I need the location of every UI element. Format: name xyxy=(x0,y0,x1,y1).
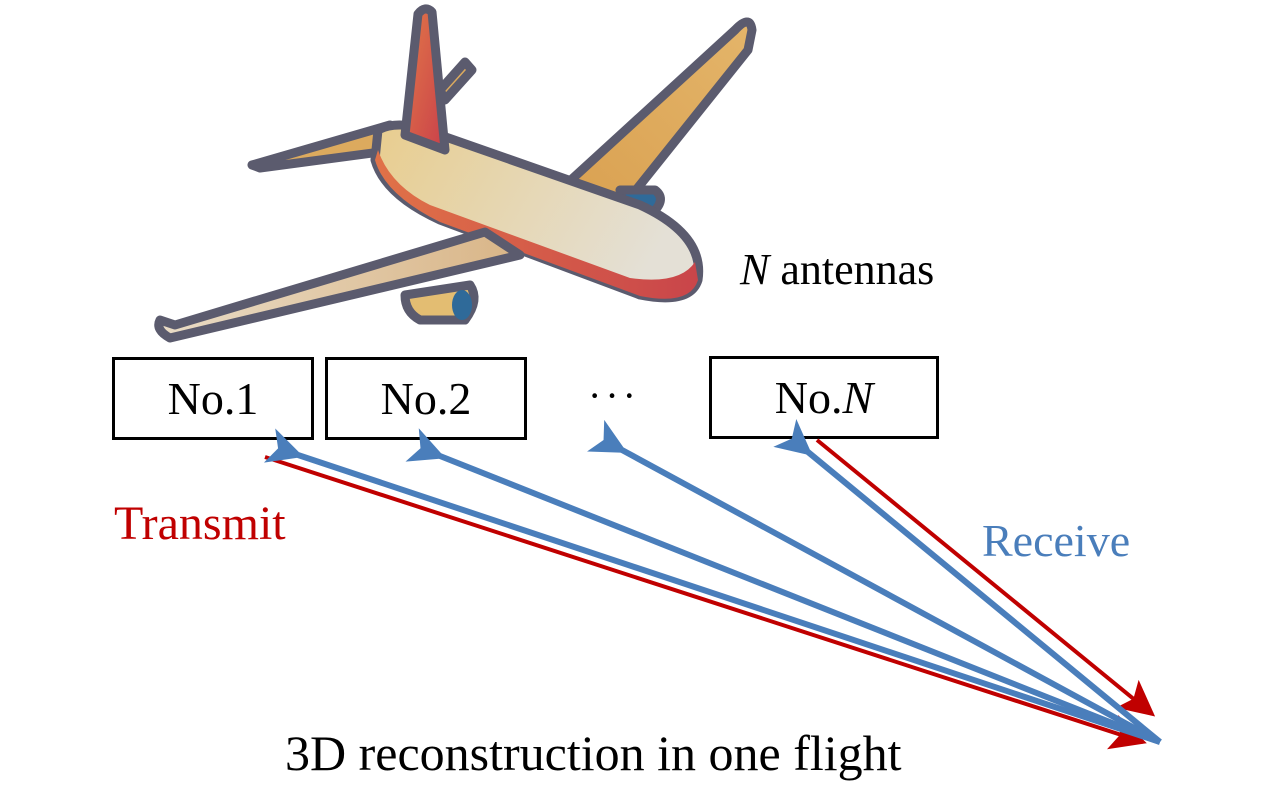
diagram-caption: 3D reconstruction in one flight xyxy=(285,725,902,781)
antenna-box-index: 2 xyxy=(448,373,472,424)
antenna-count-text: antennas xyxy=(769,245,935,294)
receive-label: Receive xyxy=(982,515,1131,566)
receive-arrow-1 xyxy=(263,428,1161,745)
airplane-tail xyxy=(400,4,450,155)
antenna-box-1: No.1 xyxy=(112,357,314,440)
antenna-box-prefix: No. xyxy=(167,373,236,424)
airplane-wing-right xyxy=(555,17,757,215)
antenna-count-label: N antennas xyxy=(740,244,934,295)
antenna-box-n: No.N xyxy=(709,356,939,439)
receive-arrow-ellipsis xyxy=(587,419,1162,745)
receive-arrow-n xyxy=(773,419,1162,745)
airplane-belly xyxy=(375,150,698,299)
antenna-box-prefix: No. xyxy=(774,372,843,423)
antenna-box-index: 1 xyxy=(235,373,259,424)
antenna-box-prefix: No. xyxy=(380,373,449,424)
transmit-label: Transmit xyxy=(114,497,286,550)
transmit-arrow-1 xyxy=(264,455,1147,750)
antenna-count-symbol: N xyxy=(740,245,770,294)
airplane-tail-fin-small xyxy=(435,57,477,105)
transmit-arrow-n xyxy=(815,438,1156,717)
airplane-wing-left xyxy=(154,227,525,343)
receive-arrow-2 xyxy=(405,428,1162,745)
airplane-engine-intake xyxy=(452,290,472,320)
antenna-ellipsis: ··· xyxy=(588,373,640,418)
antenna-box-index: N xyxy=(842,372,874,423)
